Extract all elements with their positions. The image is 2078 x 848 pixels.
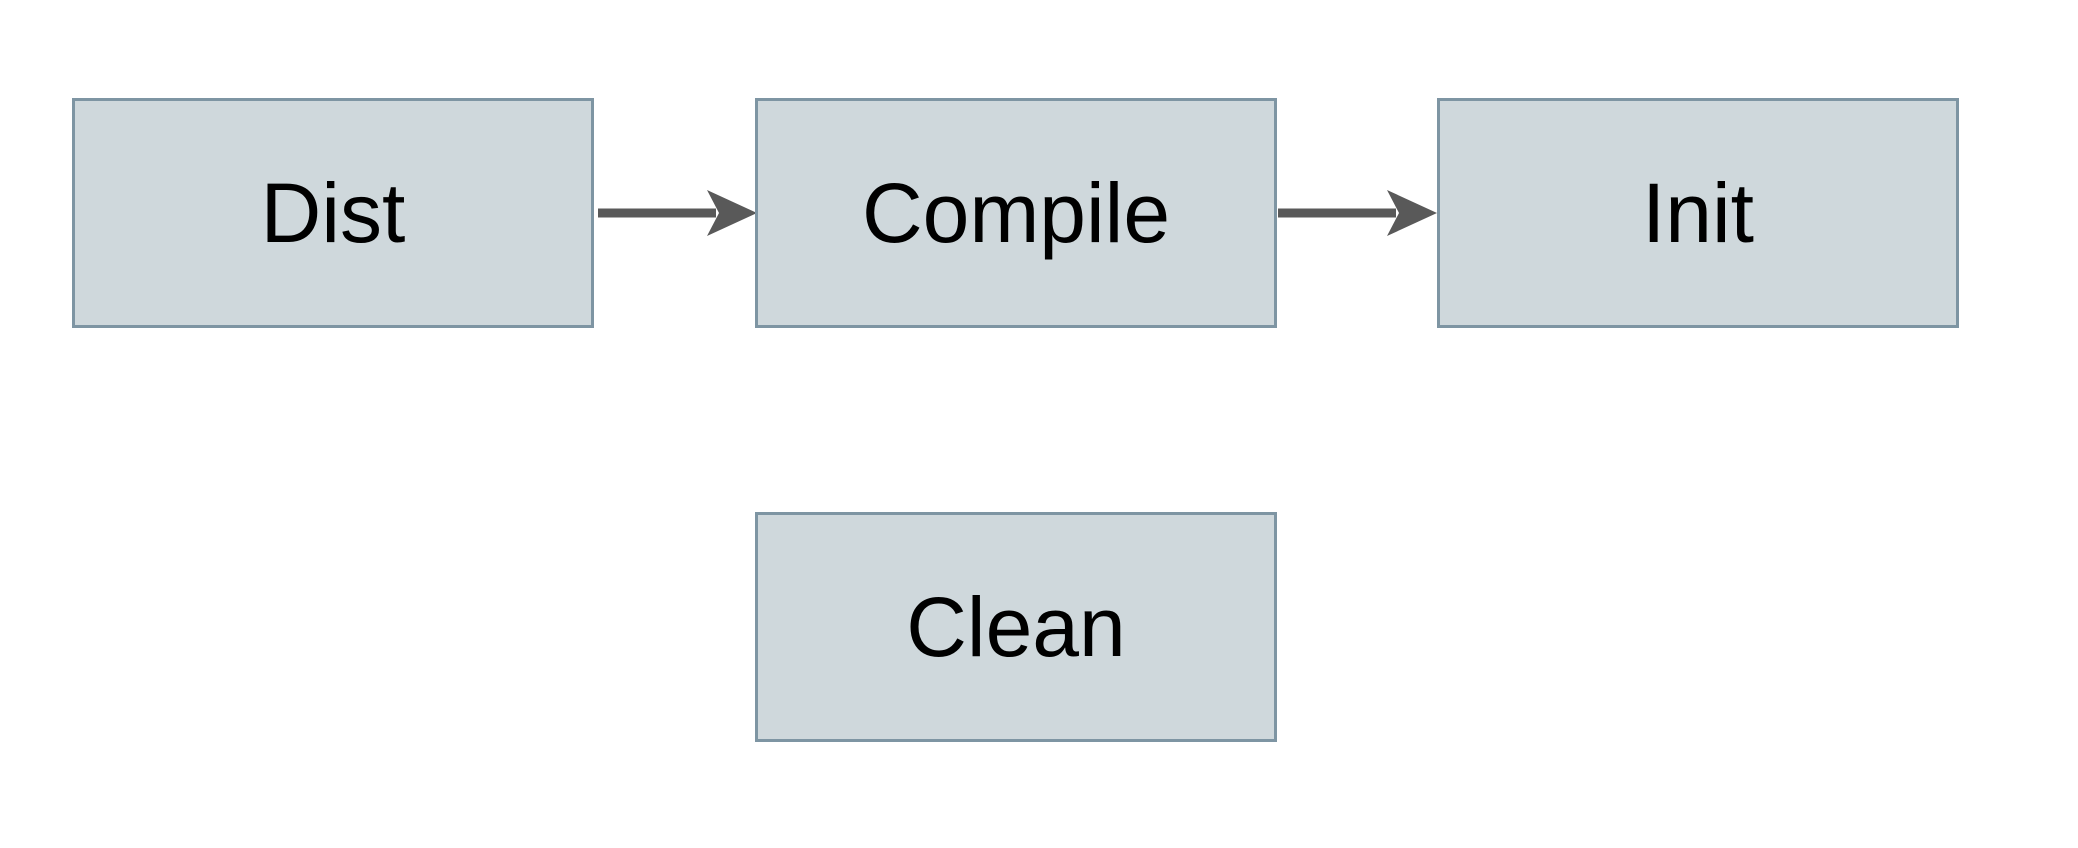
node-clean-label: Clean <box>906 579 1126 674</box>
node-compile: Compile <box>755 98 1277 328</box>
node-compile-label: Compile <box>861 165 1171 260</box>
node-dist: Dist <box>72 98 594 328</box>
node-clean: Clean <box>755 512 1277 742</box>
node-dist-label: Dist <box>260 165 406 260</box>
node-init-label: Init <box>1641 165 1755 260</box>
arrow-compile-to-init <box>1278 190 1437 236</box>
arrow-dist-to-compile <box>598 190 757 236</box>
node-init: Init <box>1437 98 1959 328</box>
